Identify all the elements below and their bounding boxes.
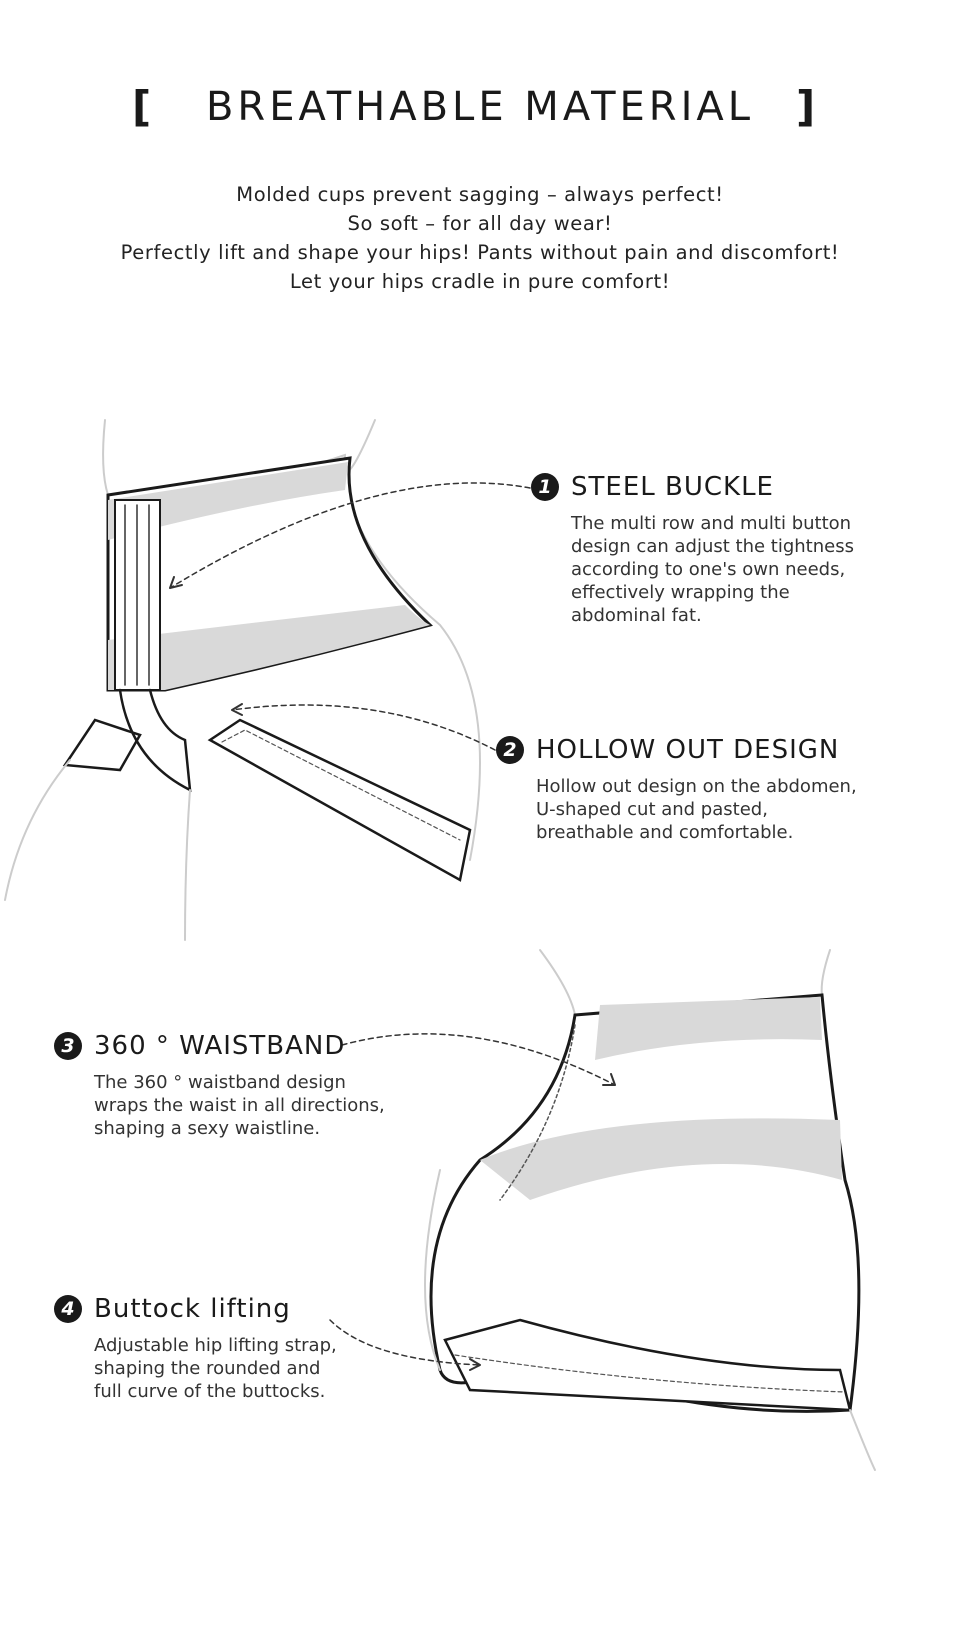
desc-line: Hollow out design on the abdomen, <box>536 776 857 797</box>
feature-description: The multi row and multi button design ca… <box>571 512 854 627</box>
desc-line: Adjustable hip lifting strap, <box>94 1335 337 1356</box>
feature-title: 360 ° WAISTBAND <box>94 1031 346 1061</box>
title-bracket-right: ] <box>796 82 816 131</box>
number-badge-icon: 4 <box>54 1295 82 1323</box>
number-badge-icon: 3 <box>54 1032 82 1060</box>
desc-line: The 360 ° waistband design <box>94 1072 346 1093</box>
feature-hollow-out-design: 2 HOLLOW OUT DESIGN Hollow out design on… <box>496 735 857 844</box>
front-view-illustration <box>4 419 531 941</box>
intro-line: Let your hips cradle in pure comfort! <box>289 270 671 293</box>
desc-line: design can adjust the tightness <box>571 536 854 557</box>
desc-line: wraps the waist in all directions, <box>94 1095 385 1116</box>
desc-line: The multi row and multi button <box>571 513 852 534</box>
desc-line: according to one's own needs, <box>571 559 846 580</box>
feature-title: HOLLOW OUT DESIGN <box>536 735 840 765</box>
feature-title: Buttock lifting <box>94 1294 291 1324</box>
feature-360-waistband: 3 360 ° WAISTBAND The 360 ° waistband de… <box>54 1031 385 1140</box>
desc-line: effectively wrapping the <box>571 582 790 603</box>
desc-line: breathable and comfortable. <box>536 822 794 843</box>
number-badge-icon: 2 <box>496 736 524 764</box>
desc-line: U-shaped cut and pasted, <box>536 799 768 820</box>
intro-text: Molded cups prevent sagging – always per… <box>0 180 960 296</box>
feature-buttock-lifting: 4 Buttock lifting Adjustable hip lifting… <box>54 1294 337 1403</box>
desc-line: shaping a sexy waistline. <box>94 1118 321 1139</box>
feature-description: Hollow out design on the abdomen, U-shap… <box>536 775 857 844</box>
feature-description: The 360 ° waistband design wraps the wai… <box>94 1071 385 1140</box>
feature-title: STEEL BUCKLE <box>571 472 774 502</box>
number-badge-icon: 1 <box>531 473 559 501</box>
intro-line: So soft – for all day wear! <box>347 212 613 235</box>
intro-line: Perfectly lift and shape your hips! Pant… <box>120 241 840 264</box>
feature-description: Adjustable hip lifting strap, shaping th… <box>94 1334 337 1403</box>
page-title: BREATHABLE MATERIAL <box>205 84 755 130</box>
back-view-illustration <box>329 949 876 1471</box>
desc-line: abdominal fat. <box>571 605 702 626</box>
desc-line: shaping the rounded and <box>94 1358 321 1379</box>
desc-line: full curve of the buttocks. <box>94 1381 326 1402</box>
title-bracket-left: [ <box>132 82 152 131</box>
feature-steel-buckle: 1 STEEL BUCKLE The multi row and multi b… <box>531 472 854 627</box>
intro-line: Molded cups prevent sagging – always per… <box>236 183 724 206</box>
